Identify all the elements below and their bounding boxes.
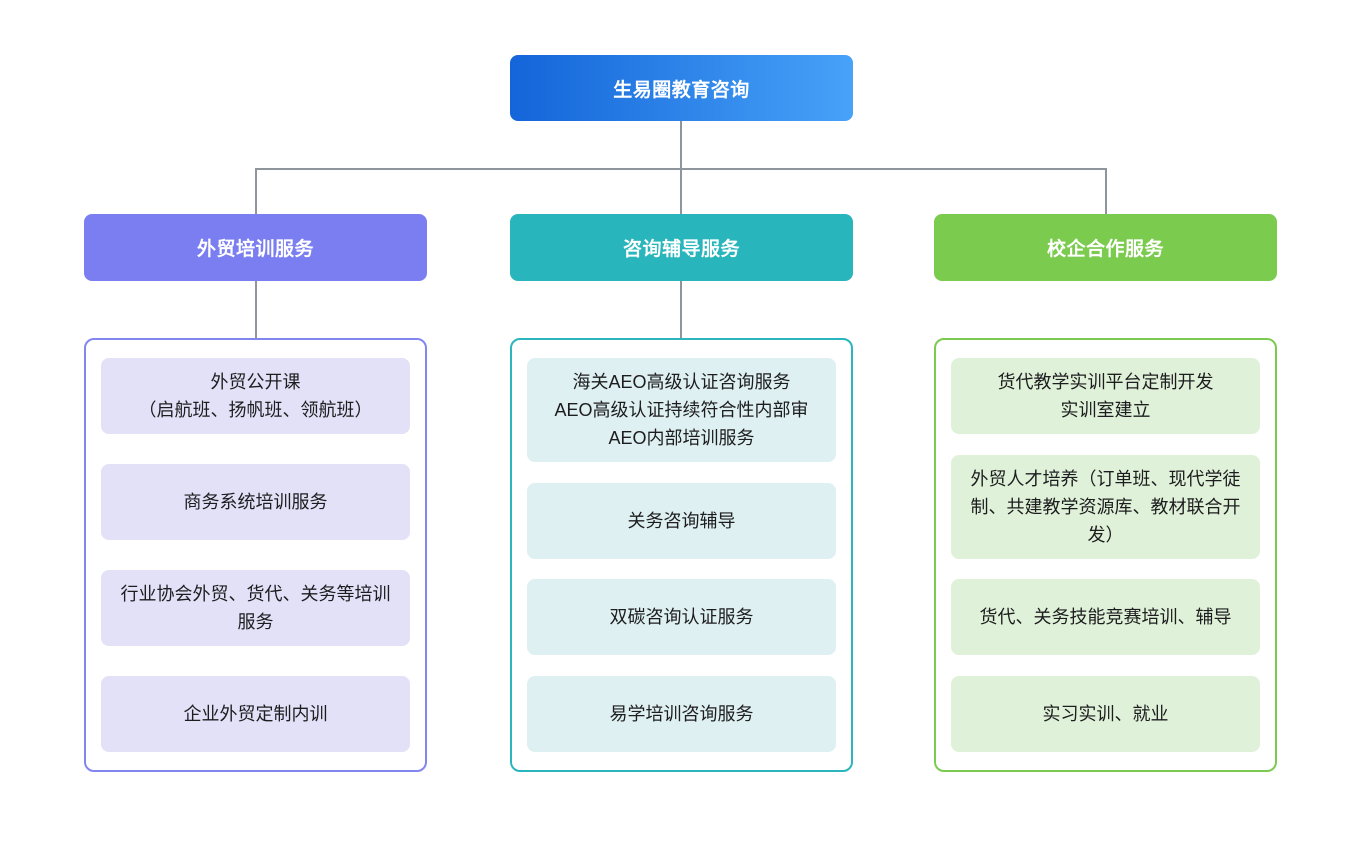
branch-panel-trade-training: 外贸公开课 （启航班、扬帆班、领航班） 商务系统培训服务 行业协会外贸、货代、关… (84, 338, 427, 772)
service-item-skill-competition[interactable]: 货代、关务技能竞赛培训、辅导 (951, 579, 1260, 656)
branch-panel-school-enterprise: 货代教学实训平台定制开发 实训室建立 外贸人才培养（订单班、现代学徒制、共建教学… (934, 338, 1277, 772)
service-item-custom-training[interactable]: 企业外贸定制内训 (101, 676, 410, 752)
service-item-talent-cultivation[interactable]: 外贸人才培养（订单班、现代学徒制、共建教学资源库、教材联合开发） (951, 454, 1260, 559)
service-item-open-course[interactable]: 外贸公开课 （启航班、扬帆班、领航班） (101, 358, 410, 434)
connector-header-panel-1 (255, 281, 257, 338)
connector-drop-branch-3 (1105, 168, 1107, 214)
service-item-yixue-training[interactable]: 易学培训咨询服务 (527, 675, 836, 752)
connector-drop-branch-1 (255, 168, 257, 214)
branch-header-consulting[interactable]: 咨询辅导服务 (510, 214, 853, 281)
branch-panel-consulting: 海关AEO高级认证咨询服务 AEO高级认证持续符合性内部审 AEO内部培训服务 … (510, 338, 853, 772)
branch-header-trade-training[interactable]: 外贸培训服务 (84, 214, 427, 281)
connector-drop-branch-2 (680, 168, 682, 214)
service-item-training-platform[interactable]: 货代教学实训平台定制开发 实训室建立 (951, 358, 1260, 434)
branch-header-school-enterprise[interactable]: 校企合作服务 (934, 214, 1277, 281)
root-node[interactable]: 生易圈教育咨询 (510, 55, 853, 121)
connector-root-down (680, 121, 682, 168)
service-item-association-training[interactable]: 行业协会外贸、货代、关务等培训服务 (101, 570, 410, 646)
connector-header-panel-2 (680, 281, 682, 338)
service-item-customs-consulting[interactable]: 关务咨询辅导 (527, 482, 836, 559)
service-item-business-system[interactable]: 商务系统培训服务 (101, 464, 410, 540)
service-item-internship[interactable]: 实习实训、就业 (951, 675, 1260, 752)
service-item-dual-carbon[interactable]: 双碳咨询认证服务 (527, 579, 836, 656)
service-item-aeo-certification[interactable]: 海关AEO高级认证咨询服务 AEO高级认证持续符合性内部审 AEO内部培训服务 (527, 358, 836, 462)
